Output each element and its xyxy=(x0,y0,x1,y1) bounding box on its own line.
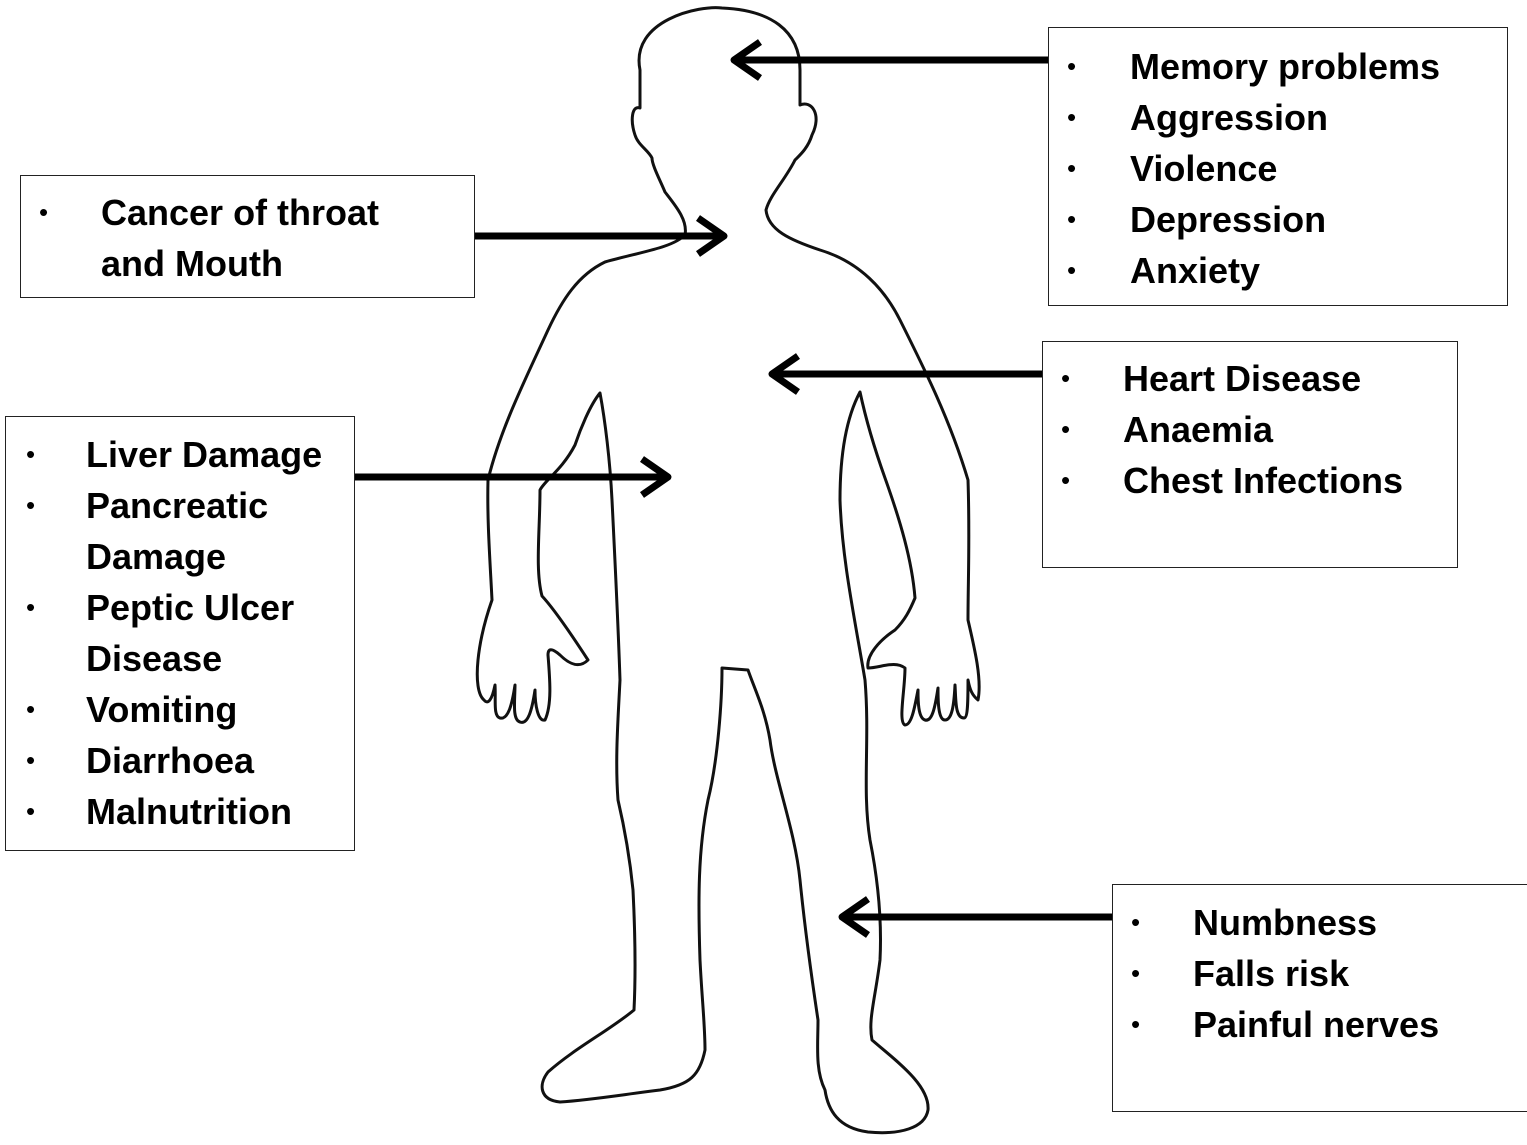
list-item: Falls risk xyxy=(1113,948,1527,999)
list-item: Depression xyxy=(1049,194,1507,245)
list-item: Violence xyxy=(1049,143,1507,194)
list-item: Numbness xyxy=(1113,897,1527,948)
list-item: Cancer of throat and Mouth xyxy=(21,187,421,289)
list-item: Malnutrition xyxy=(6,786,354,837)
list-item: Diarrhoea xyxy=(6,735,354,786)
heart-effects-box: Heart Disease Anaemia Chest Infections xyxy=(1042,341,1458,568)
list-item: Peptic Ulcer Disease xyxy=(6,582,311,684)
list-item: Liver Damage xyxy=(6,429,354,480)
list-item: Painful nerves xyxy=(1113,999,1527,1050)
list-item: Pancreatic Damage xyxy=(6,480,286,582)
list-item: Memory problems xyxy=(1049,41,1507,92)
list-item: Anaemia xyxy=(1043,404,1457,455)
list-item: Anxiety xyxy=(1049,245,1507,296)
throat-effects-box: Cancer of throat and Mouth xyxy=(20,175,475,298)
list-item: Heart Disease xyxy=(1043,353,1457,404)
list-item: Chest Infections xyxy=(1043,455,1457,506)
list-item: Aggression xyxy=(1049,92,1507,143)
nerve-effects-box: Numbness Falls risk Painful nerves xyxy=(1112,884,1527,1112)
brain-effects-box: Memory problems Aggression Violence Depr… xyxy=(1048,27,1508,306)
human-body-outline xyxy=(477,8,979,1133)
list-item: Vomiting xyxy=(6,684,354,735)
gut-effects-box: Liver Damage Pancreatic Damage Peptic Ul… xyxy=(5,416,355,851)
arrow-to-leg xyxy=(842,899,1112,935)
